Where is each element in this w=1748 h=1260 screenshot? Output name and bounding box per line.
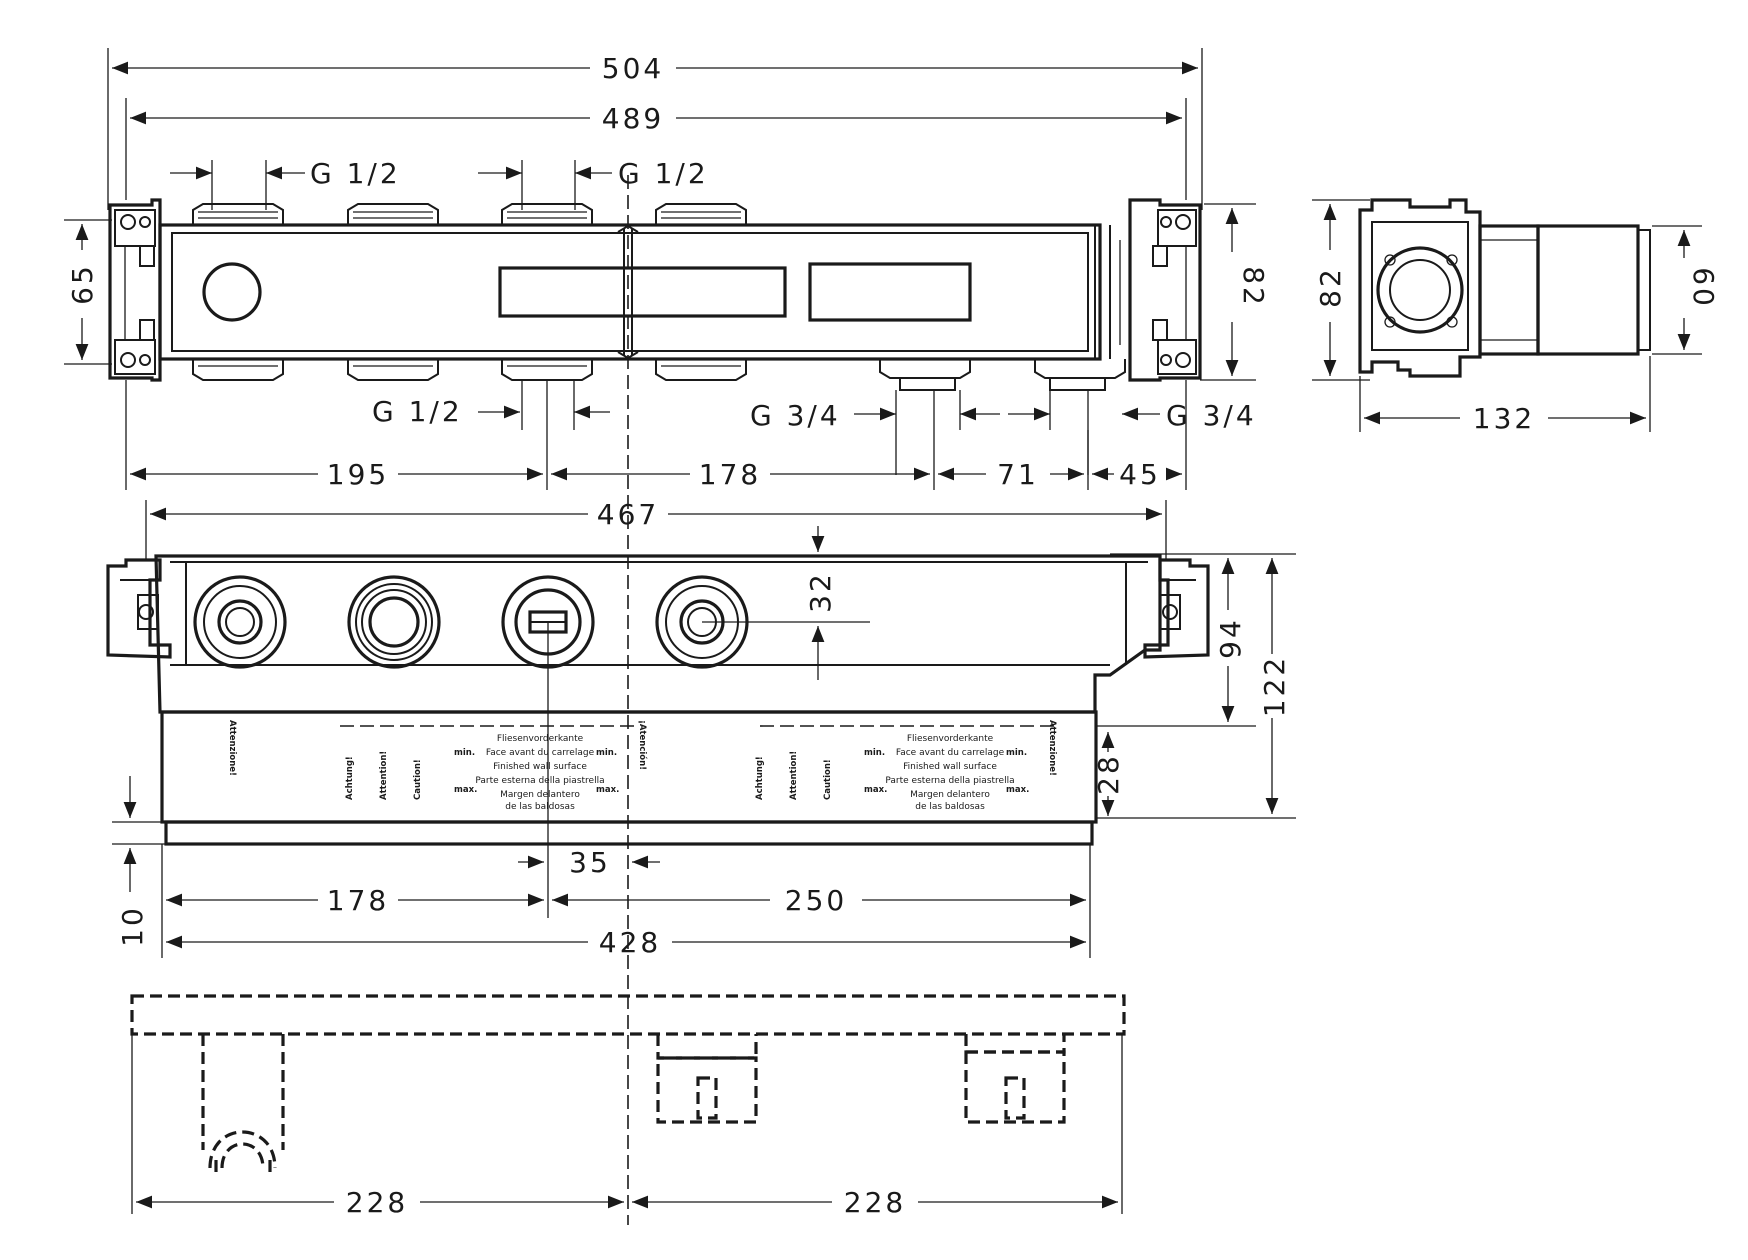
svg-text:Caution!: Caution! (823, 759, 833, 800)
svg-text:Face avant du carrelage: Face avant du carrelage (896, 748, 1005, 758)
dim-250: 250 (785, 884, 847, 917)
svg-text:Fliesenvorderkante: Fliesenvorderkante (497, 734, 584, 744)
svg-text:min.: min. (454, 748, 475, 758)
svg-text:max.: max. (1006, 785, 1029, 795)
svg-text:Parte esterna della piastrella: Parte esterna della piastrella (475, 776, 604, 786)
dim-82-top: 82 (1237, 266, 1270, 308)
svg-text:Margen delantero: Margen delantero (500, 790, 580, 800)
dim-504: 504 (602, 52, 664, 85)
dim-35: 35 (569, 846, 611, 879)
connectors-top (192, 203, 747, 225)
svg-text:Margen delantero: Margen delantero (910, 790, 990, 800)
dim-228-right: 228 (844, 1186, 906, 1219)
svg-text:min.: min. (596, 748, 617, 758)
dim-467: 467 (597, 498, 659, 531)
svg-text:Finished wall surface: Finished wall surface (903, 762, 997, 772)
dim-65: 65 (66, 263, 99, 305)
svg-text:Achtung!: Achtung! (755, 756, 765, 800)
dim-195: 195 (327, 458, 389, 491)
dim-g12-bottom: G 1/2 (372, 395, 463, 428)
dim-g34-mid: G 3/4 (750, 399, 841, 432)
side-view: 82 60 132 (1312, 198, 1720, 435)
svg-text:Achtung!: Achtung! (345, 756, 355, 800)
dim-10: 10 (116, 905, 149, 947)
svg-text:Face avant du carrelage: Face avant du carrelage (486, 748, 595, 758)
dim-489: 489 (602, 102, 664, 135)
dim-g34-right: G 3/4 (1166, 399, 1257, 432)
dim-g12-top-mid: G 1/2 (618, 157, 709, 190)
dim-428: 428 (599, 926, 661, 959)
svg-text:de las baldosas: de las baldosas (915, 802, 985, 812)
top-view: 504 489 G 1/2 G 1/2 (64, 48, 1270, 491)
dim-28: 28 (1092, 753, 1125, 795)
dim-228-left: 228 (346, 1186, 408, 1219)
svg-text:Parte esterna della piastrella: Parte esterna della piastrella (885, 776, 1014, 786)
dim-g12-top-left: G 1/2 (310, 157, 401, 190)
label-right: Fliesenvorderkante Face avant du carrela… (755, 720, 1057, 812)
svg-text:Attention!: Attention! (379, 751, 389, 800)
connectors-bottom (192, 359, 1126, 391)
dim-71: 71 (997, 458, 1039, 491)
svg-text:min.: min. (1006, 748, 1027, 758)
ports (193, 575, 749, 669)
svg-text:Finished wall surface: Finished wall surface (493, 762, 587, 772)
dim-32: 32 (804, 571, 837, 613)
front-view: 467 (106, 498, 1296, 959)
svg-text:min.: min. (864, 748, 885, 758)
label-left: Fliesenvorderkante Face avant du carrela… (227, 720, 648, 812)
svg-text:max.: max. (454, 785, 477, 795)
dim-45: 45 (1119, 458, 1161, 491)
dim-94: 94 (1214, 617, 1247, 659)
svg-text:Fliesenvorderkante: Fliesenvorderkante (907, 734, 994, 744)
bracket-left (108, 198, 162, 382)
dim-60: 60 (1687, 267, 1720, 309)
svg-text:¡Atención!: ¡Atención! (637, 720, 648, 770)
svg-text:max.: max. (596, 785, 619, 795)
dim-178-top: 178 (699, 458, 761, 491)
svg-text:Attenzione!: Attenzione! (1047, 720, 1057, 776)
dim-178-front: 178 (327, 884, 389, 917)
svg-text:Attention!: Attention! (789, 751, 799, 800)
dim-82-side: 82 (1314, 266, 1347, 308)
mounting-view: 228 228 (130, 994, 1126, 1219)
svg-text:max.: max. (864, 785, 887, 795)
svg-text:Attenzione!: Attenzione! (227, 720, 237, 776)
dim-132: 132 (1473, 402, 1535, 435)
svg-text:Caution!: Caution! (413, 759, 423, 800)
bracket-right (1128, 198, 1202, 382)
svg-text:de las baldosas: de las baldosas (505, 802, 575, 812)
dim-122: 122 (1258, 655, 1291, 717)
